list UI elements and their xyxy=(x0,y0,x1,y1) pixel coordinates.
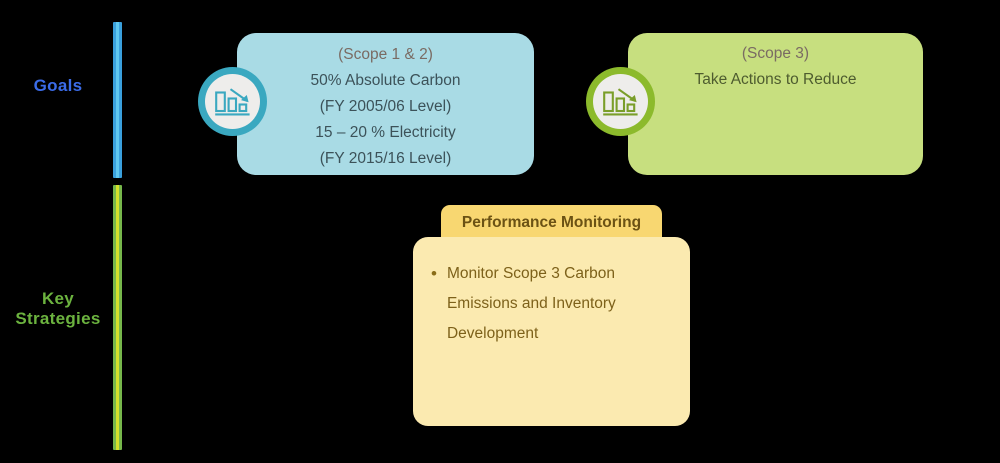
goal-card-scope12[interactable]: (Scope 1 & 2) 50% Absolute Carbon (FY 20… xyxy=(237,33,534,175)
goal-card-scope3[interactable]: (Scope 3) Take Actions to Reduce xyxy=(628,33,923,175)
strategy-card-header: Performance Monitoring xyxy=(441,205,662,241)
list-item-label: Monitor Scope 3 Carbon Emissions and Inv… xyxy=(446,265,616,342)
row-label-goals: Goals xyxy=(33,76,83,95)
row-label-key-strategies: Key Strategies xyxy=(15,289,101,329)
goal-line: (FY 2005/06 Level) xyxy=(319,98,452,115)
strategy-card-body[interactable]: • Monitor Scope 3 Carbon Emissions and I… xyxy=(413,237,690,426)
list-item: • Monitor Scope 3 Carbon Emissions and I… xyxy=(431,259,672,349)
declining-bar-chart-icon xyxy=(214,87,250,115)
goal-line: 15 – 20 % Electricity xyxy=(315,124,456,141)
goal-line: 50% Absolute Carbon xyxy=(310,72,461,89)
row-divider-key-strategies xyxy=(113,185,122,450)
goal-scope-tag: (Scope 3) xyxy=(741,45,810,62)
declining-bar-chart-icon xyxy=(602,87,638,115)
bullet-dot-icon: • xyxy=(431,264,437,283)
goal-scope-tag: (Scope 1 & 2) xyxy=(338,46,433,63)
goal-card-scope3-text: (Scope 3) Take Actions to Reduce xyxy=(628,41,923,93)
declining-bar-chart-icon-badge-scope3 xyxy=(586,67,655,136)
goal-line: Take Actions to Reduce xyxy=(694,71,857,88)
badge-inner-circle xyxy=(593,74,648,129)
goal-line: (FY 2015/16 Level) xyxy=(319,150,452,167)
goal-card-scope12-text: (Scope 1 & 2) 50% Absolute Carbon (FY 20… xyxy=(237,42,534,172)
badge-inner-circle xyxy=(205,74,260,129)
row-divider-goals xyxy=(113,22,122,178)
declining-bar-chart-icon-badge-scope12 xyxy=(198,67,267,136)
